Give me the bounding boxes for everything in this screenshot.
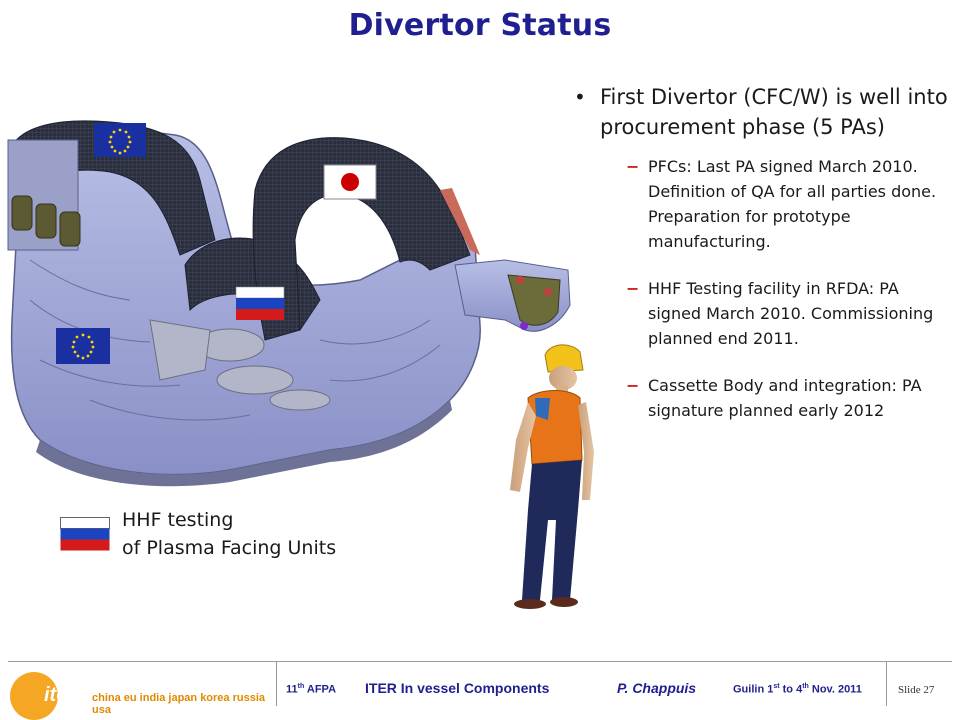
slide-number: Slide 27 [898,684,935,696]
place-mid: to 4 [779,683,803,696]
main-bullet-text: First Divertor (CFC/W) is well into proc… [600,85,948,139]
place-sup-2: th [802,683,809,690]
footer: iter china eu india japan korea russia u… [0,662,960,720]
eu-flag-icon [56,328,110,364]
eu-flag-icon [94,123,146,157]
author-name: P. Chappuis [617,680,697,696]
legend-line-1: HHF testing [122,509,234,531]
sub-bullet-hhf: − HHF Testing facility in RFDA: PA signe… [626,276,952,351]
place-end: Nov. 2011 [808,683,862,696]
footer-separator [886,662,887,706]
sub-bullet-dash: − [626,157,640,176]
legend-line-2: of Plasma Facing Units [122,537,337,559]
place-sup-1: st [773,683,780,690]
divertor-illustration [7,120,594,609]
conference-sup: th [297,683,305,690]
iter-logo: iter china eu india japan korea russia u… [10,670,272,720]
main-bullet: • First Divertor (CFC/W) is well into pr… [574,82,952,142]
talk-title: ITER In vessel Components [365,680,550,696]
bullet-list: • First Divertor (CFC/W) is well into pr… [574,82,952,423]
footer-divider [8,661,952,662]
sub-bullet-cassette: − Cassette Body and integration: PA sign… [626,373,952,423]
russia-flag-icon [60,517,110,551]
conference-name: AFPA [304,683,337,696]
sub-bullet-text: HHF Testing facility in RFDA: PA signed … [648,279,934,348]
sub-bullet-text: PFCs: Last PA signed March 2010. Definit… [648,157,937,251]
conference-label: 11th AFPA [286,683,336,696]
legend-text: HHF testing of Plasma Facing Units [122,506,336,562]
sub-bullet-pfcs: − PFCs: Last PA signed March 2010. Defin… [626,154,952,254]
bullet-dot: • [574,85,586,109]
conference-number: 11 [286,683,298,696]
sub-bullet-text: Cassette Body and integration: PA signat… [648,376,922,420]
divertor-cassette [7,120,571,487]
iter-logo-circle [10,672,58,720]
iter-members: china eu india japan korea russia usa [92,692,266,716]
iter-logo-text: iter [44,684,76,706]
japan-flag-icon [323,164,377,200]
footer-separator [276,662,277,706]
worker-figure [510,344,594,609]
russia-flag-icon [235,286,285,320]
sub-bullet-dash: − [626,376,640,395]
event-place-date: Guilin 1st to 4th Nov. 2011 [733,683,862,696]
legend: HHF testing of Plasma Facing Units [60,506,336,562]
slide-title: Divertor Status [348,8,612,43]
sub-bullet-dash: − [626,279,640,298]
place-start: Guilin 1 [733,683,774,696]
